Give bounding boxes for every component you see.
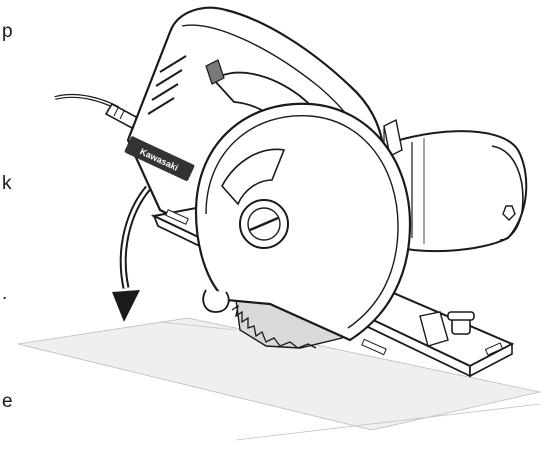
arrow-head-icon xyxy=(112,290,140,322)
bevel-bracket xyxy=(419,311,449,347)
depth-adjust-lever xyxy=(383,118,403,158)
grip-rib xyxy=(151,83,179,101)
brand-label-background xyxy=(124,136,195,181)
lower-guard-lip xyxy=(202,289,230,313)
plunge-arrow-shaft xyxy=(119,185,151,289)
cut-line-guide-2 xyxy=(159,321,237,331)
edge-glyph-3: . xyxy=(2,283,8,304)
blade-teeth xyxy=(231,304,317,349)
cut-line-guide xyxy=(235,403,541,441)
edge-glyph-1: p xyxy=(2,21,13,42)
bevel-knob-cap xyxy=(447,311,475,321)
base-slot xyxy=(361,338,387,356)
plunge-arrow-shaft-inner xyxy=(121,187,150,289)
blade-guard-rim xyxy=(205,115,399,329)
arbor-hub-slot xyxy=(249,216,279,232)
edge-glyph-2: k xyxy=(2,173,12,194)
grip-rib xyxy=(155,69,183,87)
power-cord xyxy=(54,93,140,130)
workpiece-board xyxy=(17,317,541,441)
plunge-arrow xyxy=(112,185,151,322)
blade-guard xyxy=(194,102,412,342)
edge-glyph-4: e xyxy=(2,391,13,412)
base-plate-end xyxy=(469,342,513,378)
relief-rib xyxy=(113,107,119,117)
grip-rib xyxy=(147,97,175,115)
motor-end-cap xyxy=(491,145,524,241)
guard-window xyxy=(221,148,286,206)
trigger-switch xyxy=(205,59,225,85)
base-slot xyxy=(165,209,189,225)
board-surface xyxy=(17,317,541,431)
relief-rib xyxy=(119,110,125,120)
base-slot xyxy=(484,342,504,356)
grip-rib xyxy=(159,55,187,73)
motor-vent-icon xyxy=(502,205,516,221)
